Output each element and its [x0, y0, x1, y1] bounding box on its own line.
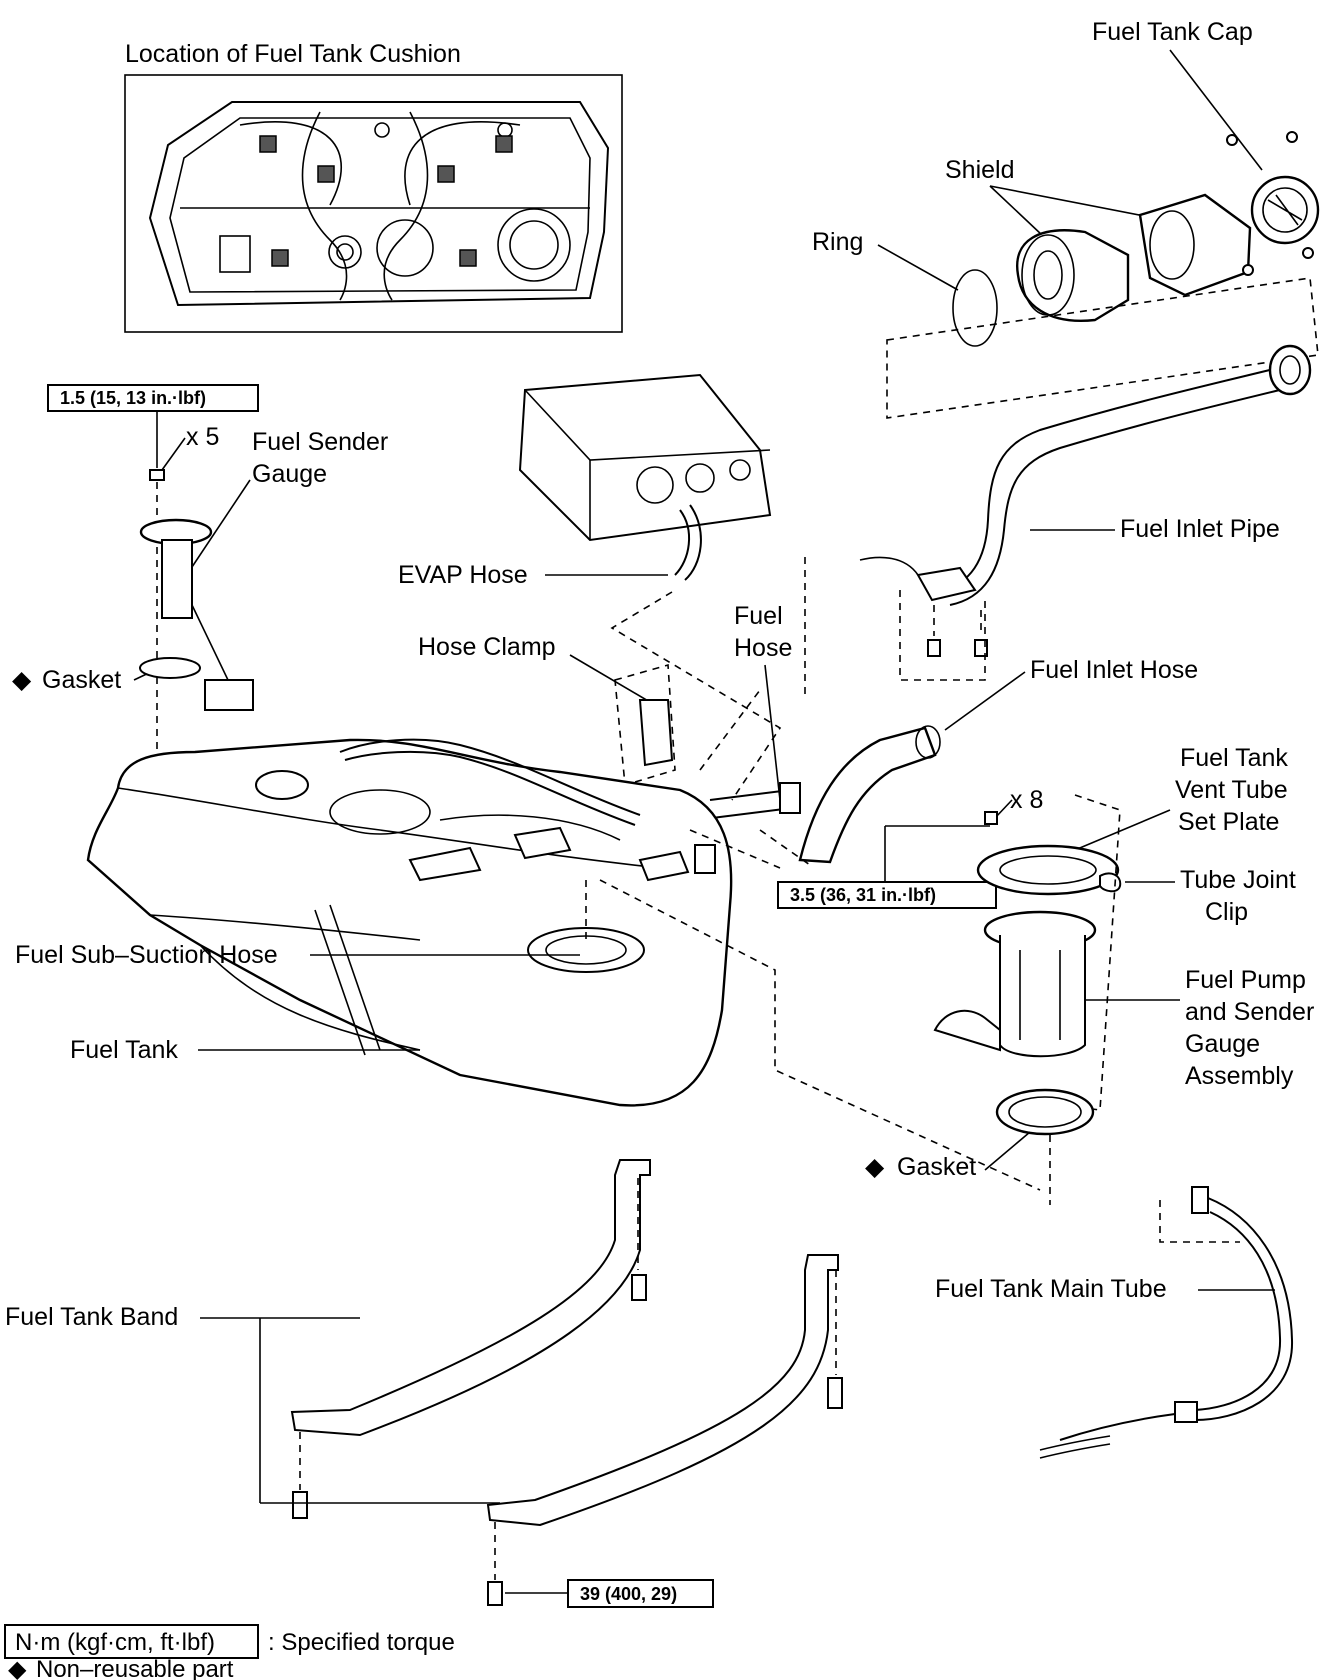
torque-box-pump-plate — [777, 881, 997, 909]
legend-non-reusable-desc: Non–reusable part — [36, 1656, 234, 1680]
label-fuel-sub-suction-hose: Fuel Sub–Suction Hose — [15, 941, 278, 969]
pipe-bracket — [916, 566, 977, 602]
inset-title: Location of Fuel Tank Cushion — [125, 40, 461, 68]
label-tube-joint-clip-2: Clip — [1205, 898, 1248, 926]
cushion-pad — [271, 249, 289, 267]
ring — [952, 269, 998, 347]
tube-joint-clip — [1099, 872, 1122, 893]
label-fuel-tank-main-tube: Fuel Tank Main Tube — [935, 1275, 1167, 1303]
label-fuel-inlet-pipe: Fuel Inlet Pipe — [1120, 515, 1280, 543]
filler-cap-group: Fuel Tank Cap Shield Ring — [812, 18, 1320, 419]
tube-connector — [1191, 1186, 1209, 1214]
legend-torque-box — [4, 1624, 259, 1659]
cushion-location-inset: Location of Fuel Tank Cushion — [124, 40, 623, 333]
bolt — [974, 639, 988, 657]
label-vent-plate-2: Vent Tube — [1175, 776, 1288, 804]
legend-torque-unit: N·m (kgf·cm, ft·lbf) — [15, 1629, 215, 1656]
bolt — [292, 1491, 308, 1519]
label-fuel-sender-gauge-2: Gauge — [252, 460, 327, 488]
cushion-pad — [459, 249, 477, 267]
label-evap-hose: EVAP Hose — [398, 561, 528, 589]
label-fuel-tank-cap: Fuel Tank Cap — [1092, 18, 1253, 46]
label-gasket-top-mark: ◆ — [12, 666, 32, 694]
torque-tank-band: 39 (400, 29) — [580, 1584, 677, 1604]
label-fuel-tank-band: Fuel Tank Band — [5, 1303, 178, 1331]
evap-group: EVAP Hose — [398, 373, 782, 801]
inset-frame — [124, 74, 623, 333]
label-fuel-hose-2: Hose — [734, 634, 792, 662]
sender-gasket — [139, 657, 201, 679]
hose-clamp — [638, 699, 674, 767]
fuel-tank-group: Fuel Sub–Suction Hose Fuel Tank — [15, 738, 1041, 1191]
fuel-pump-group: x 8 3.5 (36, 31 in.·lbf) Fuel Tank Vent … — [777, 744, 1314, 1205]
main-tube-group: Fuel Tank Main Tube — [935, 1186, 1294, 1459]
legend-non-reusable-mark: ◆ — [8, 1656, 27, 1680]
cushion-pad — [495, 135, 513, 153]
label-ring: Ring — [812, 228, 863, 256]
pump-float — [933, 1009, 1001, 1052]
screw — [1286, 131, 1298, 143]
bolt — [487, 1581, 503, 1606]
tank-band-group: Fuel Tank Band 39 (400, 29) — [5, 1159, 843, 1608]
label-fuel-pump-1: Fuel Pump — [1185, 966, 1306, 994]
fuel-tank-band-2 — [486, 1254, 839, 1527]
label-x8: x 8 — [1010, 786, 1043, 814]
label-x5: x 5 — [186, 423, 219, 451]
label-fuel-inlet-hose: Fuel Inlet Hose — [1030, 656, 1198, 684]
label-gasket-bottom-mark: ◆ — [865, 1153, 885, 1181]
legend: N·m (kgf·cm, ft·lbf) : Specified torque … — [4, 1624, 455, 1680]
legend-torque-desc: : Specified torque — [268, 1629, 455, 1656]
label-gasket-top: Gasket — [42, 666, 121, 694]
bolt — [827, 1377, 843, 1409]
screw — [1226, 134, 1238, 146]
bolt — [631, 1274, 647, 1301]
label-shield: Shield — [945, 156, 1015, 184]
tank-cushion — [638, 850, 690, 882]
hose-group: Fuel Hose Hose Clamp Fuel Inlet Hose — [418, 602, 1198, 866]
shield-outer — [1138, 193, 1252, 297]
fuel-tank — [86, 738, 733, 1107]
label-hose-clamp: Hose Clamp — [418, 633, 556, 661]
label-tube-joint-clip-1: Tube Joint — [1180, 866, 1296, 894]
fuel-inlet-hose — [798, 726, 937, 864]
label-fuel-sender-gauge-1: Fuel Sender — [252, 428, 388, 456]
label-vent-plate-1: Fuel Tank — [1180, 744, 1288, 772]
label-fuel-tank: Fuel Tank — [70, 1036, 178, 1064]
torque-pump-plate: 3.5 (36, 31 in.·lbf) — [790, 885, 936, 905]
label-fuel-hose-1: Fuel — [734, 602, 783, 630]
cushion-pad — [259, 135, 277, 153]
torque-sender-gauge: 1.5 (15, 13 in.·lbf) — [60, 388, 206, 408]
tube-connector — [1174, 1401, 1198, 1423]
screw — [1302, 247, 1314, 259]
label-gasket-bottom: Gasket — [897, 1153, 976, 1181]
label-fuel-pump-4: Assembly — [1185, 1062, 1294, 1090]
bolt — [984, 811, 998, 825]
cushion-pad — [437, 165, 455, 183]
screw — [1242, 264, 1254, 276]
fuel-inlet-pipe-group: Fuel Inlet Pipe — [804, 344, 1312, 700]
bolt — [927, 639, 941, 657]
torque-box-tank-band — [567, 1579, 714, 1608]
sender-float — [204, 679, 254, 711]
tank-cushion — [408, 846, 482, 882]
pump-port — [527, 927, 645, 973]
fuel-sender-gauge-group: 1.5 (15, 13 in.·lbf) x 5 Fuel Sender Gau… — [12, 384, 388, 770]
tank-cushion — [513, 826, 572, 860]
cushion-pad — [317, 165, 335, 183]
label-fuel-pump-2: and Sender — [1185, 998, 1314, 1026]
vent-tube-set-plate — [976, 844, 1120, 896]
fuel-tank-band-1 — [290, 1159, 651, 1437]
tank-fitting — [694, 844, 716, 874]
torque-box-sender-gauge — [47, 384, 259, 412]
label-fuel-pump-3: Gauge — [1185, 1030, 1260, 1058]
bolt — [149, 469, 165, 481]
filler-neck — [1268, 344, 1312, 396]
label-vent-plate-3: Set Plate — [1178, 808, 1279, 836]
sender-gauge-port — [255, 770, 309, 800]
hose-end — [779, 782, 801, 814]
